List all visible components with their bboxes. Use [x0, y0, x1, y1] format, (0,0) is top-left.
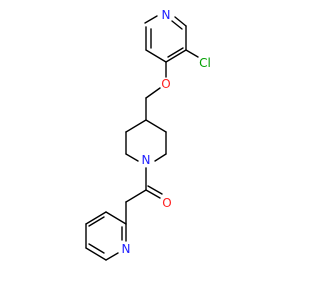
atom-o-ether: O [161, 77, 170, 91]
bond [125, 119, 147, 133]
bond [144, 15, 158, 24]
atom-n-piperidine: N [142, 153, 151, 167]
bond-lines [85, 15, 199, 261]
bond [147, 185, 163, 195]
bond [125, 153, 139, 162]
bond [145, 189, 161, 199]
atom-o-carbonyl: O [162, 196, 171, 210]
atom-n-pyridine-bottom: N [122, 242, 131, 256]
bond [167, 47, 184, 58]
bond [85, 211, 107, 225]
bond [105, 211, 127, 225]
atom-cl: Cl [199, 56, 211, 70]
bond [171, 20, 183, 30]
molecule-structure: N Cl O N O N [85, 8, 211, 261]
bond [145, 119, 167, 133]
bond [85, 247, 107, 261]
bond [88, 243, 105, 254]
bond [145, 49, 167, 63]
atom-n-pyridine-top: N [162, 8, 171, 22]
bond [145, 87, 161, 99]
bond [88, 216, 105, 227]
atom-labels: N Cl O N O N [122, 8, 211, 256]
bond [125, 189, 147, 203]
bond [185, 49, 199, 58]
bond [154, 153, 167, 162]
bond [105, 252, 119, 261]
bond [165, 49, 187, 63]
bond [174, 16, 187, 27]
